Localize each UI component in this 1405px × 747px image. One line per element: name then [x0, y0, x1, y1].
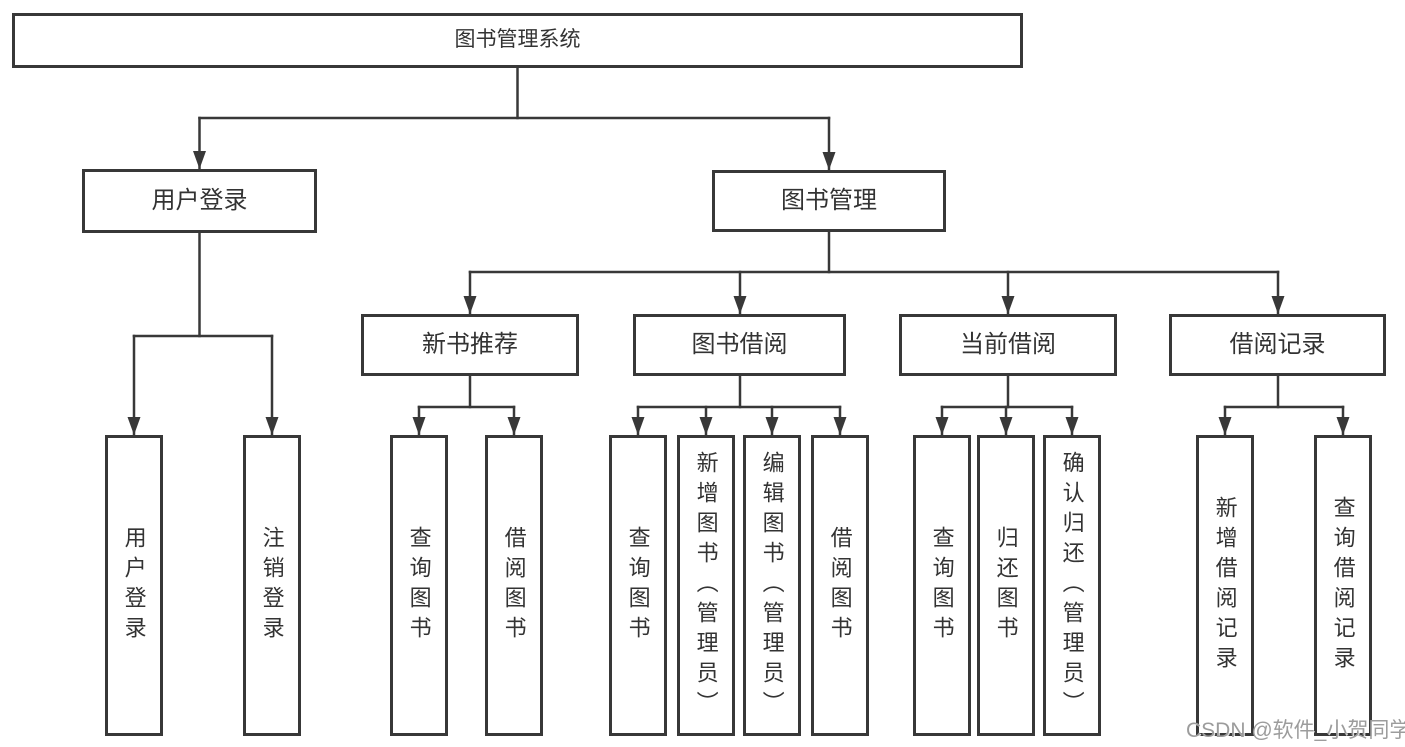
- node-user-login: 用户登录: [82, 169, 317, 233]
- leaf-return-book: 归还图书: [977, 435, 1035, 736]
- leaf-borrow-book-recommend: 借阅图书: [485, 435, 543, 736]
- connector-book-management: [463, 230, 1285, 316]
- node-new-book-recommend: 新书推荐: [361, 314, 579, 376]
- leaf-query-borrow-record: 查询借阅记录: [1314, 435, 1372, 736]
- leaf-user-login: 用户登录: [105, 435, 163, 736]
- node-book-borrow: 图书借阅: [633, 314, 846, 376]
- node-book-management: 图书管理: [712, 170, 946, 232]
- leaf-add-book-admin: 新增图书（管理员）: [677, 435, 735, 736]
- node-borrow-records: 借阅记录: [1169, 314, 1386, 376]
- connector-root: [193, 66, 836, 172]
- csdn-watermark: CSDN @软件_小贺同学: [1186, 719, 1405, 742]
- node-current-borrow: 当前借阅: [899, 314, 1117, 376]
- leaf-query-book-borrow: 查询图书: [609, 435, 667, 736]
- leaf-query-book-recommend: 查询图书: [390, 435, 448, 736]
- leaf-borrow-book: 借阅图书: [811, 435, 869, 736]
- connector-new-book-recommend: [412, 374, 521, 437]
- connector-current-borrow: [935, 374, 1079, 437]
- leaf-confirm-return-admin: 确认归还（管理员）: [1043, 435, 1101, 736]
- connector-book-borrow: [631, 374, 847, 437]
- leaf-edit-book-admin: 编辑图书（管理员）: [743, 435, 801, 736]
- node-library-management-system: 图书管理系统: [12, 13, 1023, 68]
- leaf-query-book-current: 查询图书: [913, 435, 971, 736]
- connector-borrow-records: [1218, 374, 1350, 437]
- connector-user-login: [127, 231, 279, 437]
- leaf-logout-login: 注销登录: [243, 435, 301, 736]
- leaf-add-borrow-record: 新增借阅记录: [1196, 435, 1254, 736]
